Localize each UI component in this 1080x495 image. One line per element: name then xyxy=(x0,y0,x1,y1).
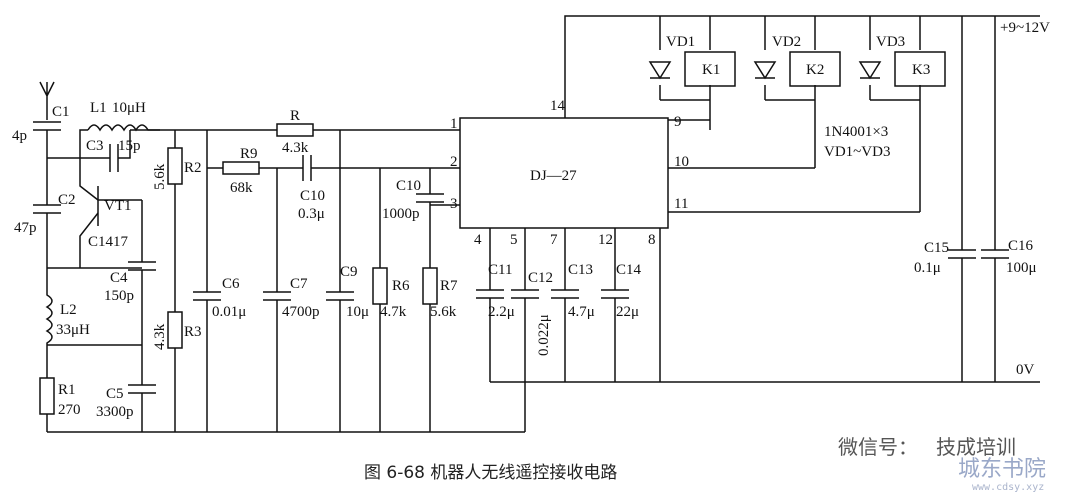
pin-1: 1 xyxy=(450,116,458,132)
pin-4: 4 xyxy=(474,232,482,248)
l1-ref: L1 xyxy=(90,100,107,116)
wires xyxy=(33,15,1040,433)
labels: 4p C1 L1 10μH C3 15p C2 47p VT1 C1417 C4… xyxy=(12,20,1050,493)
r3-ref: R3 xyxy=(184,324,202,340)
r7-value: 5.6k xyxy=(430,304,457,320)
ic-name: DJ—27 xyxy=(530,168,577,184)
c6-value: 0.01μ xyxy=(212,304,246,320)
watermark-text-2: 技成培训 xyxy=(936,435,1016,459)
c14-ref: C14 xyxy=(616,262,642,278)
pin-5: 5 xyxy=(510,232,518,248)
watermark-url: www.cdsy.xyz xyxy=(972,482,1044,493)
c7-ref: C7 xyxy=(290,276,308,292)
supply-positive: +9~12V xyxy=(1000,20,1050,36)
c1-ref: C1 xyxy=(52,104,70,120)
c10a-value: 0.3μ xyxy=(298,206,325,222)
c16-ref: C16 xyxy=(1008,238,1034,254)
l2-ref: L2 xyxy=(60,302,77,318)
c12-ref: C12 xyxy=(528,270,553,286)
c10a-ref: C10 xyxy=(300,188,325,204)
r7-ref: R7 xyxy=(440,278,458,294)
c13-value: 4.7μ xyxy=(568,304,595,320)
r6-value: 4.7k xyxy=(380,304,407,320)
vt1-ref: VT1 xyxy=(104,198,132,214)
r1-ref: R1 xyxy=(58,382,76,398)
vd2-ref: VD2 xyxy=(772,34,801,50)
c10b-ref: C10 xyxy=(396,178,421,194)
pin-12: 12 xyxy=(598,232,613,248)
r9-value: 68k xyxy=(230,180,253,196)
r2-value: 5.6k xyxy=(152,163,168,190)
vt1-value: C1417 xyxy=(88,234,129,250)
c2-value: 47p xyxy=(14,220,37,236)
k1-ref: K1 xyxy=(702,62,720,78)
c5-value: 3300p xyxy=(96,404,134,420)
r9-ref: R9 xyxy=(240,146,258,162)
c16-value: 100μ xyxy=(1006,260,1037,276)
c12-value: 0.022μ xyxy=(536,314,552,356)
vd1-ref: VD1 xyxy=(666,34,695,50)
pin-11: 11 xyxy=(674,196,688,212)
c15-ref: C15 xyxy=(924,240,949,256)
pin-14: 14 xyxy=(550,98,566,114)
l1-value: 10μH xyxy=(112,100,146,116)
c6-ref: C6 xyxy=(222,276,240,292)
c4-value: 150p xyxy=(104,288,134,304)
watermark-site: 城东书院 xyxy=(958,457,1046,482)
c11-ref: C11 xyxy=(488,262,512,278)
c3-ref: C3 xyxy=(86,138,104,154)
pin-7: 7 xyxy=(550,232,558,248)
diode-note-1: 1N4001×3 xyxy=(824,124,888,140)
r-ref: R xyxy=(290,108,300,124)
c10b-value: 1000p xyxy=(382,206,420,222)
r6-ref: R6 xyxy=(392,278,410,294)
c7-value: 4700p xyxy=(282,304,320,320)
diode-note-2: VD1~VD3 xyxy=(824,144,890,160)
r-value: 4.3k xyxy=(282,140,309,156)
c11-value: 2.2μ xyxy=(488,304,515,320)
l2-value: 33μH xyxy=(56,322,90,338)
r3-value: 4.3k xyxy=(152,323,168,350)
c4-ref: C4 xyxy=(110,270,128,286)
supply-ground: 0V xyxy=(1016,362,1035,378)
watermark-text-1: 微信号： xyxy=(838,435,918,459)
vd3-ref: VD3 xyxy=(876,34,905,50)
c3-value: 15p xyxy=(118,138,141,154)
c9-value: 10μ xyxy=(346,304,369,320)
pin-10: 10 xyxy=(674,154,689,170)
k3-ref: K3 xyxy=(912,62,930,78)
k2-ref: K2 xyxy=(806,62,824,78)
pin-2: 2 xyxy=(450,154,458,170)
figure-caption: 图 6-68 机器人无线遥控接收电路 xyxy=(364,463,617,483)
relay-k2 xyxy=(753,51,841,87)
relay-k1 xyxy=(648,51,736,87)
c15-value: 0.1μ xyxy=(914,260,941,276)
c2-ref: C2 xyxy=(58,192,76,208)
r1-value: 270 xyxy=(58,402,81,418)
c14-value: 22μ xyxy=(616,304,639,320)
r2-ref: R2 xyxy=(184,160,202,176)
c9-ref: C9 xyxy=(340,264,358,280)
relay-k3 xyxy=(858,51,946,87)
pin-8: 8 xyxy=(648,232,656,248)
pin-3: 3 xyxy=(450,196,458,212)
c13-ref: C13 xyxy=(568,262,593,278)
c5-ref: C5 xyxy=(106,386,124,402)
pin-9: 9 xyxy=(674,114,682,130)
c1-value: 4p xyxy=(12,128,27,144)
